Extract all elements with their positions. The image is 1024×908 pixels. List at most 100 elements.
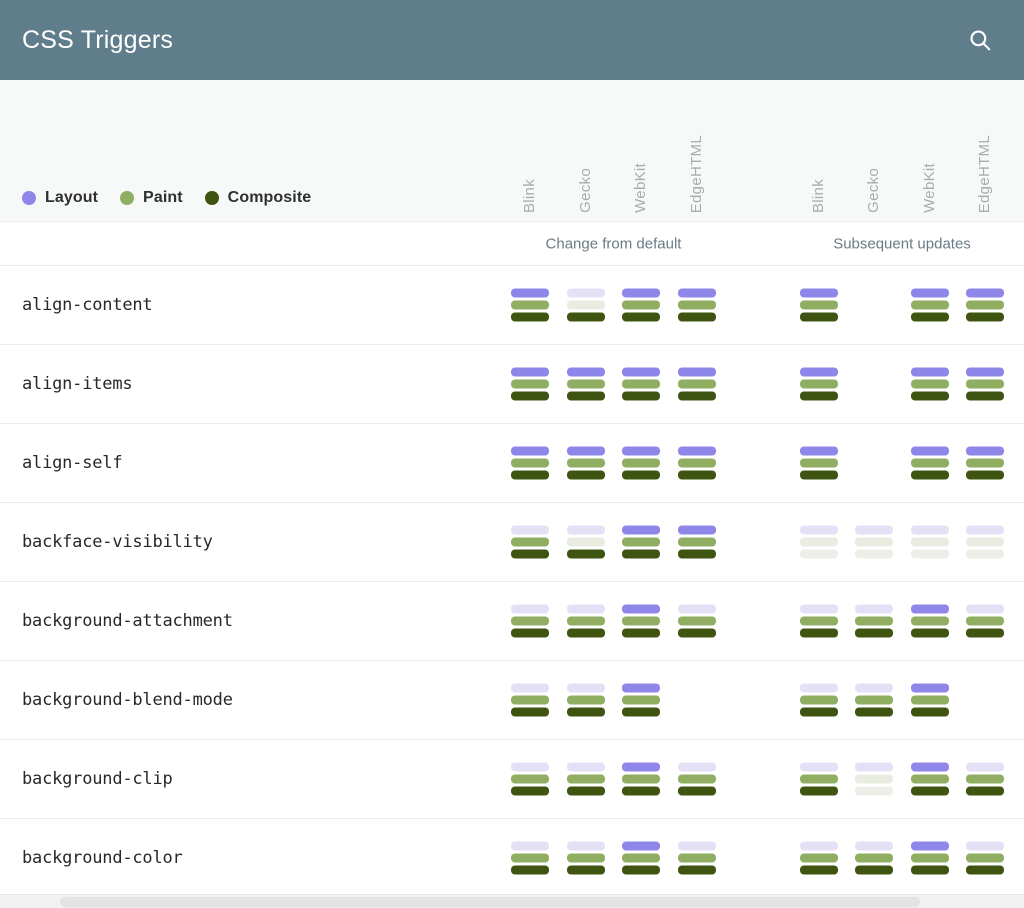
search-button[interactable] bbox=[958, 18, 1002, 62]
trigger-cell[interactable] bbox=[678, 446, 716, 480]
trigger-bar-composite bbox=[966, 391, 1004, 401]
trigger-bar-composite bbox=[567, 865, 605, 875]
trigger-cell[interactable] bbox=[966, 288, 1004, 322]
trigger-cell[interactable] bbox=[911, 288, 949, 322]
trigger-cell[interactable] bbox=[622, 604, 660, 638]
trigger-cell[interactable] bbox=[855, 525, 893, 559]
trigger-bar-composite bbox=[567, 628, 605, 638]
table-row[interactable]: background-clip bbox=[0, 740, 1024, 819]
trigger-bar-layout bbox=[622, 683, 660, 693]
trigger-cell[interactable] bbox=[966, 525, 1004, 559]
trigger-bar-composite bbox=[966, 549, 1004, 559]
trigger-bar-layout bbox=[567, 762, 605, 772]
trigger-bar-paint bbox=[678, 537, 716, 547]
trigger-cell[interactable] bbox=[622, 288, 660, 322]
trigger-bar-paint bbox=[567, 458, 605, 468]
trigger-cell[interactable] bbox=[911, 683, 949, 717]
trigger-cell[interactable] bbox=[966, 446, 1004, 480]
trigger-cell[interactable] bbox=[911, 841, 949, 875]
trigger-bar-paint bbox=[800, 853, 838, 863]
trigger-cell[interactable] bbox=[511, 604, 549, 638]
trigger-cell[interactable] bbox=[678, 841, 716, 875]
trigger-cell[interactable] bbox=[911, 604, 949, 638]
trigger-bar-layout bbox=[966, 841, 1004, 851]
trigger-cell[interactable] bbox=[966, 367, 1004, 401]
horizontal-scrollbar[interactable] bbox=[0, 894, 1024, 908]
engine-header-change-webkit: WebKit bbox=[632, 163, 650, 213]
trigger-cell[interactable] bbox=[622, 367, 660, 401]
search-icon bbox=[967, 27, 993, 53]
trigger-cell[interactable] bbox=[966, 841, 1004, 875]
trigger-cell[interactable] bbox=[678, 604, 716, 638]
trigger-bar-paint bbox=[966, 379, 1004, 389]
trigger-bar-layout bbox=[800, 841, 838, 851]
trigger-cell[interactable] bbox=[567, 841, 605, 875]
trigger-cell[interactable] bbox=[800, 841, 838, 875]
trigger-cell[interactable] bbox=[855, 683, 893, 717]
trigger-cell[interactable] bbox=[800, 525, 838, 559]
trigger-cell[interactable] bbox=[567, 367, 605, 401]
trigger-cell[interactable] bbox=[800, 604, 838, 638]
trigger-bar-paint bbox=[511, 774, 549, 784]
table-row[interactable]: background-blend-mode bbox=[0, 661, 1024, 740]
trigger-cell[interactable] bbox=[622, 762, 660, 796]
trigger-bar-layout bbox=[911, 446, 949, 456]
engine-header-label: EdgeHTML bbox=[976, 134, 993, 213]
trigger-cell[interactable] bbox=[678, 762, 716, 796]
trigger-bar-paint bbox=[855, 853, 893, 863]
trigger-bar-composite bbox=[622, 628, 660, 638]
table-row[interactable]: align-self bbox=[0, 424, 1024, 503]
trigger-cell[interactable] bbox=[800, 288, 838, 322]
trigger-cell[interactable] bbox=[911, 762, 949, 796]
trigger-cell[interactable] bbox=[511, 367, 549, 401]
horizontal-scrollbar-thumb[interactable] bbox=[60, 897, 920, 907]
trigger-cell[interactable] bbox=[567, 525, 605, 559]
trigger-cell[interactable] bbox=[511, 525, 549, 559]
trigger-bar-composite bbox=[966, 865, 1004, 875]
trigger-cell[interactable] bbox=[511, 446, 549, 480]
trigger-cell[interactable] bbox=[567, 762, 605, 796]
table-row[interactable]: backface-visibility bbox=[0, 503, 1024, 582]
trigger-cell[interactable] bbox=[911, 525, 949, 559]
trigger-cell[interactable] bbox=[966, 604, 1004, 638]
trigger-cell[interactable] bbox=[678, 288, 716, 322]
trigger-cell[interactable] bbox=[622, 446, 660, 480]
table-row[interactable]: align-content bbox=[0, 266, 1024, 345]
trigger-cell[interactable] bbox=[622, 841, 660, 875]
trigger-cell[interactable] bbox=[567, 446, 605, 480]
trigger-bar-composite bbox=[567, 312, 605, 322]
trigger-bar-layout bbox=[966, 446, 1004, 456]
trigger-cell[interactable] bbox=[800, 762, 838, 796]
trigger-cell[interactable] bbox=[511, 762, 549, 796]
trigger-cell[interactable] bbox=[567, 683, 605, 717]
trigger-cell[interactable] bbox=[911, 446, 949, 480]
trigger-cell[interactable] bbox=[567, 604, 605, 638]
trigger-cell[interactable] bbox=[966, 762, 1004, 796]
trigger-bar-paint bbox=[622, 853, 660, 863]
legend-dot-layout-icon bbox=[22, 191, 36, 205]
trigger-bar-composite bbox=[622, 312, 660, 322]
trigger-cell[interactable] bbox=[911, 367, 949, 401]
trigger-bar-layout bbox=[800, 525, 838, 535]
trigger-cell[interactable] bbox=[800, 683, 838, 717]
table-row[interactable]: background-attachment bbox=[0, 582, 1024, 661]
table-row[interactable]: align-items bbox=[0, 345, 1024, 424]
trigger-cell[interactable] bbox=[567, 288, 605, 322]
trigger-cell[interactable] bbox=[855, 762, 893, 796]
trigger-cell[interactable] bbox=[622, 525, 660, 559]
trigger-cell[interactable] bbox=[678, 367, 716, 401]
trigger-bar-paint bbox=[911, 379, 949, 389]
trigger-cell[interactable] bbox=[511, 683, 549, 717]
trigger-cell[interactable] bbox=[800, 367, 838, 401]
trigger-cell[interactable] bbox=[855, 841, 893, 875]
table-row[interactable]: background-color bbox=[0, 819, 1024, 898]
trigger-cell[interactable] bbox=[800, 446, 838, 480]
trigger-bar-layout bbox=[622, 604, 660, 614]
trigger-cell[interactable] bbox=[678, 525, 716, 559]
trigger-cell[interactable] bbox=[511, 288, 549, 322]
trigger-cell[interactable] bbox=[622, 683, 660, 717]
trigger-cell[interactable] bbox=[855, 604, 893, 638]
trigger-cell[interactable] bbox=[511, 841, 549, 875]
trigger-bar-composite bbox=[966, 628, 1004, 638]
